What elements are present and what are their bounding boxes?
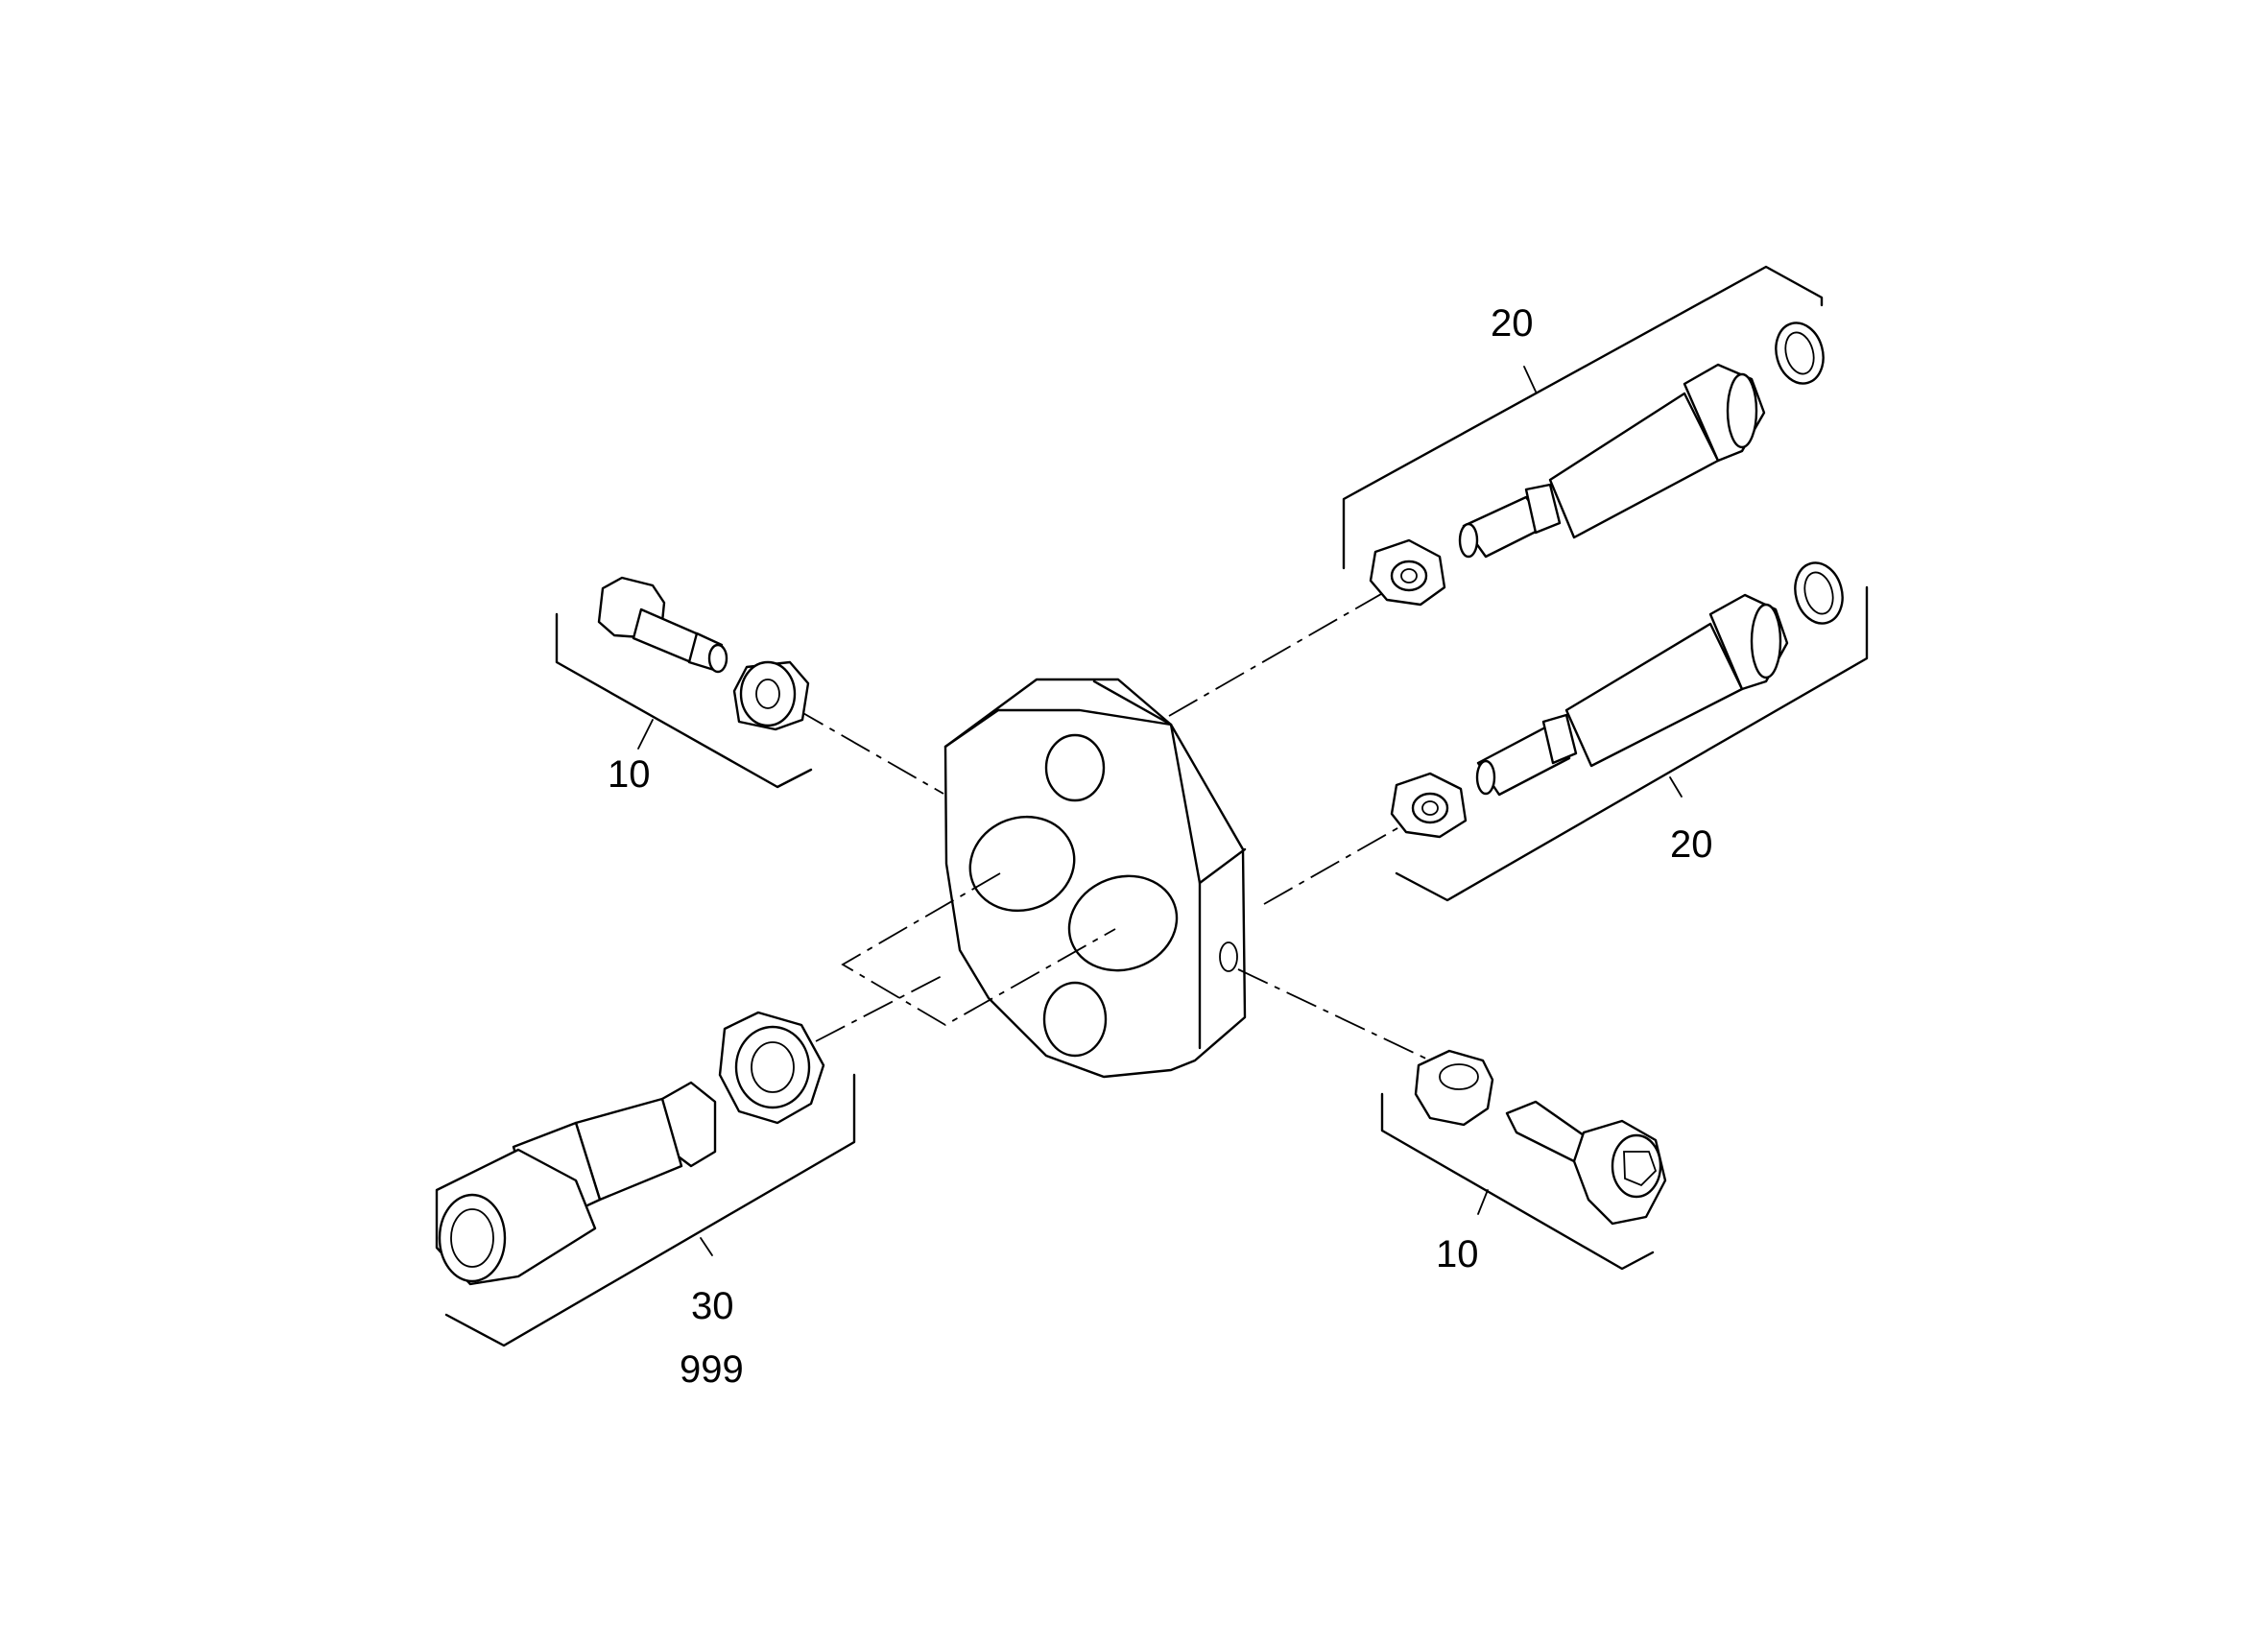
shoulder-bolt (597, 576, 728, 674)
shoulder-bolt-right (1505, 1100, 1667, 1226)
bracket-upper-right (1342, 265, 1824, 570)
callout-999: 999 (680, 1348, 744, 1391)
callout-labels: 20 20 10 10 30 999 (608, 302, 1713, 1391)
hex-nut-lower-left (718, 1011, 825, 1125)
bracket-lower-right (1380, 1092, 1655, 1271)
bracket-lower-left (444, 1073, 856, 1347)
middle-right-parts (1390, 561, 1844, 839)
callout-20-middle: 20 (1670, 823, 1713, 866)
hex-nut-upper (1369, 538, 1446, 607)
o-ring-upper (1775, 322, 1825, 385)
threaded-stud-middle (1475, 593, 1789, 797)
callout-10-lower: 10 (1436, 1233, 1479, 1275)
upper-right-parts (1369, 322, 1825, 607)
threaded-stud-upper (1458, 363, 1766, 559)
callout-brackets (444, 265, 1869, 1347)
hex-fitting-lower-left (435, 1081, 717, 1286)
o-ring-middle (1794, 561, 1844, 625)
callout-20-upper: 20 (1491, 302, 1534, 345)
upper-left-parts (597, 576, 810, 731)
flange-block (943, 678, 1247, 1079)
spacer-bushing-right (1414, 1049, 1494, 1127)
lower-left-parts (435, 1011, 825, 1286)
centerlines (794, 579, 1431, 1061)
callout-30: 30 (691, 1285, 734, 1327)
spacer-bushing (732, 660, 810, 731)
bracket-upper-left (555, 612, 813, 789)
callout-10-upper: 10 (608, 753, 651, 796)
lower-right-parts (1414, 1049, 1667, 1226)
bracket-middle-right (1395, 585, 1869, 902)
hex-nut-middle (1390, 772, 1468, 839)
